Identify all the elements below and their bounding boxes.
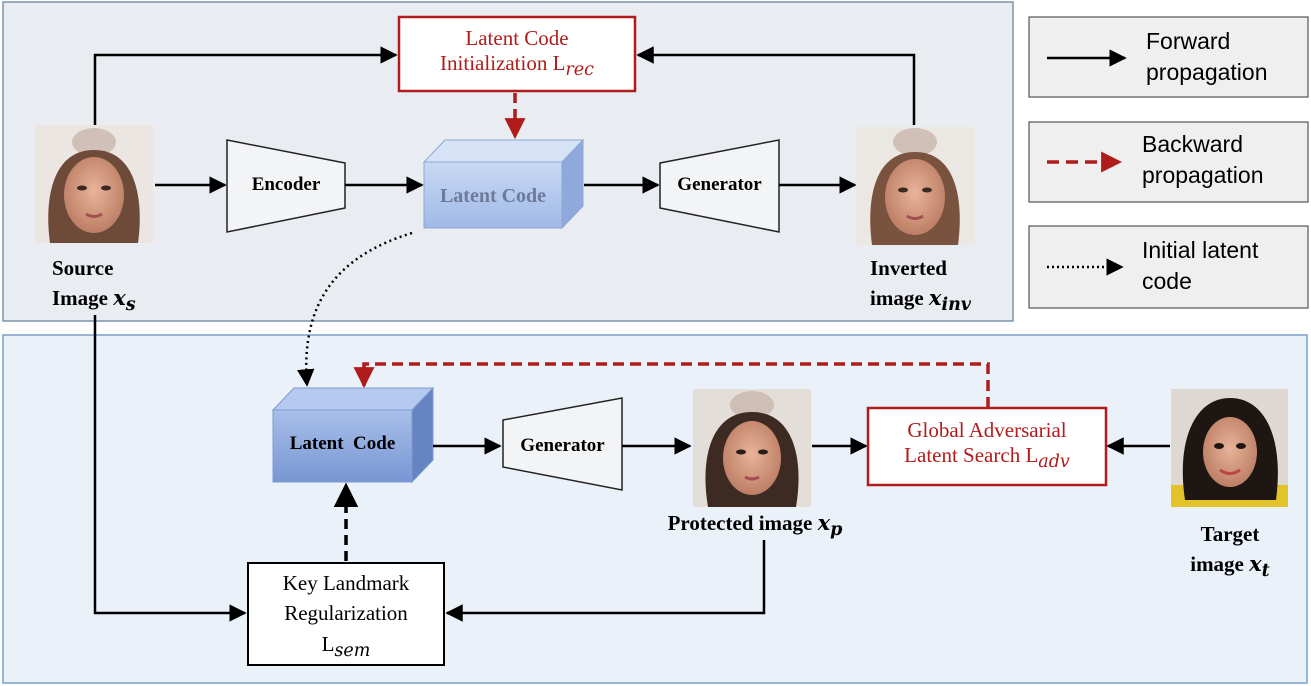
legend-initial-box — [1028, 225, 1309, 309]
encoder-label: Encoder — [251, 174, 321, 195]
inverted-label-line2: image xinv — [870, 285, 971, 316]
legend-backward-text: Backward propagation — [1142, 129, 1264, 191]
global-to-latent-backward-arrow — [353, 362, 990, 408]
legend-backward-line1: Backward — [1142, 131, 1243, 157]
legend-forward-line2: propagation — [1146, 59, 1268, 86]
source-face-image — [35, 125, 153, 243]
target-sub: t — [1261, 561, 1270, 582]
legend-forward-line1: Forward — [1146, 28, 1231, 54]
protected-sub: p — [830, 520, 843, 541]
global-sub: adv — [1038, 452, 1070, 473]
latent-init-line1: Latent Code — [465, 26, 569, 50]
top-generator-label: Generator — [677, 174, 762, 195]
target-label-line2: image xt — [1190, 551, 1270, 582]
bottom-latent-code-label: Latent Code — [289, 433, 396, 454]
source-label-line1: Source — [52, 256, 114, 280]
target-symbol: x — [1249, 551, 1262, 577]
latent-init-box — [397, 15, 637, 93]
key-sub: sem — [334, 641, 371, 662]
global-line1: Global Adversarial — [907, 418, 1067, 442]
key-line3: Lsem — [321, 631, 371, 662]
protected-symbol: x — [817, 510, 831, 535]
global-adversarial-label: Global Adversarial Latent Search Ladv — [868, 418, 1106, 473]
encoder-trapezoid — [226, 139, 346, 233]
legend-initial-text: Initial latent code — [1142, 235, 1258, 297]
bottom-latent-cube — [271, 386, 435, 484]
protected-face-image — [693, 389, 811, 507]
global-adversarial-box — [866, 406, 1108, 487]
target-image-label: Target image xt — [1165, 520, 1295, 584]
source-image-label: Source Image xs — [30, 254, 150, 318]
latent-init-label: Latent Code Initialization Lrec — [399, 26, 635, 81]
inverted-face-image — [856, 127, 975, 245]
source-to-init-line — [93, 46, 398, 125]
inverted-image-label: Inverted image xinv — [850, 254, 1010, 318]
legend-forward-text: Forward propagation — [1146, 26, 1268, 88]
legend-backward-line2: propagation — [1142, 162, 1264, 189]
source-symbol: x — [113, 285, 126, 311]
bottom-panel — [2, 334, 1308, 684]
source-to-landmark-line — [93, 315, 247, 622]
inverted-symbol: x — [928, 285, 942, 311]
latent-init-line2: Initialization Lrec — [440, 51, 594, 81]
source-sub: s — [125, 295, 136, 316]
key-line1: Key Landmark — [282, 571, 410, 595]
top-latent-code-label: Latent Code — [439, 185, 547, 207]
legend-initial-line2: code — [1142, 268, 1192, 295]
key-landmark-box — [247, 562, 445, 666]
legend-initial-line1: Initial latent — [1142, 237, 1259, 263]
key-landmark-label: Key Landmark Regularization Lsem — [248, 568, 444, 664]
latent-init-sub: rec — [565, 60, 594, 81]
inverted-sub: inv — [941, 295, 971, 316]
inverted-to-init-line — [636, 46, 916, 125]
bottom-generator-trapezoid — [502, 397, 623, 491]
top-latent-cube — [422, 138, 585, 230]
source-label-line2: Image xs — [52, 285, 136, 316]
initial-latent-dotted-arrow — [296, 231, 413, 387]
target-label-line1: Target — [1200, 522, 1260, 546]
protected-image-label: Protected image xp — [667, 510, 843, 541]
key-line2: Regularization — [284, 601, 408, 626]
global-line2: Latent Search Ladv — [904, 443, 1070, 473]
bottom-generator-label: Generator — [520, 435, 605, 456]
target-face-image — [1171, 389, 1288, 507]
inverted-label-line1: Inverted — [870, 256, 947, 280]
top-generator-trapezoid — [659, 139, 780, 233]
protected-to-landmark-line — [445, 540, 766, 622]
